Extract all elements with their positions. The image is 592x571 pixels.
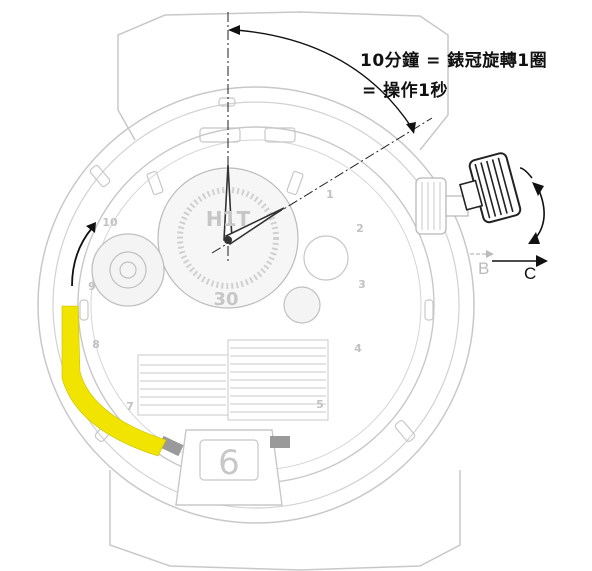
lug-top-right	[419, 114, 449, 151]
hour-numeral: 4	[354, 342, 362, 355]
bezel-segments	[146, 127, 304, 196]
strap-lower	[109, 470, 461, 571]
circular-arrow-icon	[519, 167, 545, 244]
left-gear	[91, 233, 165, 307]
hour-numeral: 3	[358, 278, 366, 291]
retrograde-arrow	[71, 227, 93, 287]
brand-logo: H1T	[206, 207, 251, 231]
hour-numeral: 1	[326, 188, 334, 201]
rotation-arc	[235, 29, 413, 129]
hour-numeral: 5	[316, 398, 324, 411]
rotation-arc-head-start	[228, 25, 240, 35]
caption-line-2: = 操作1秒	[362, 81, 448, 101]
arrow-to-c-head	[536, 255, 548, 267]
date-display: 30	[213, 289, 238, 310]
hour-numeral: 7	[126, 400, 134, 413]
retro-hour-housing	[175, 429, 283, 506]
rotation-arc-head-end	[406, 122, 416, 134]
lug-top-left	[117, 109, 136, 141]
retro-hour-window	[199, 439, 259, 481]
crown-pulled	[459, 152, 522, 224]
position-label-c: C	[524, 264, 537, 283]
position-label-b: B	[478, 259, 490, 278]
retrograde-arrow-head	[86, 222, 96, 233]
caption-line-1: 10分鐘 = 錶冠旋轉1圈	[360, 51, 548, 71]
case-ring	[52, 101, 460, 509]
retro-hour-digit: 6	[218, 443, 240, 483]
hands-pivot	[224, 236, 232, 244]
crown-on-case-ridges	[421, 182, 441, 230]
grey-segment-right	[270, 436, 290, 448]
hour-numeral: 10	[102, 216, 118, 229]
hour-numeral: 9	[88, 280, 96, 293]
case-outer	[37, 86, 475, 524]
strap-upper	[117, 11, 449, 115]
arrow-to-b-head	[486, 250, 494, 258]
hour-numeral: 8	[92, 338, 100, 351]
hour-track-yellow	[61, 305, 167, 457]
hour-numerals: 1 2 3 4 5 7 8 9 10	[88, 188, 366, 413]
right-gear	[283, 286, 321, 324]
left-gear-hub	[109, 251, 147, 289]
left-gear-core	[119, 261, 137, 279]
crown-on-case	[415, 177, 447, 235]
mechanism-panels	[137, 339, 329, 421]
hour-numeral: 2	[356, 222, 364, 235]
right-gear-arc	[303, 235, 349, 281]
